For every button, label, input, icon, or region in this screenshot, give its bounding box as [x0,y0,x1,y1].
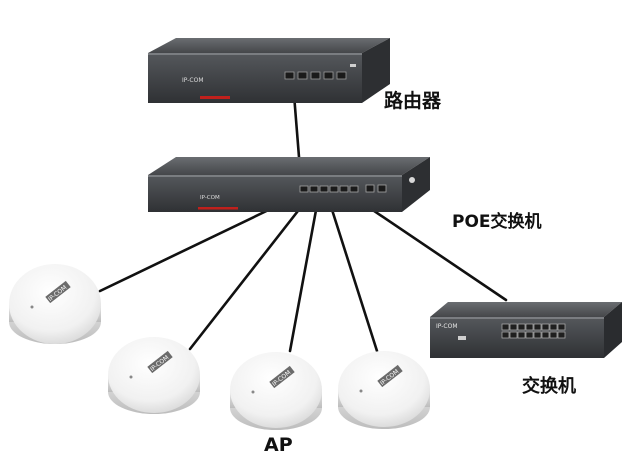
poe-switch-device: IP-COM [148,157,430,212]
router-label: 路由器 [384,90,442,112]
cable-poe-to-ap-4 [325,192,379,353]
switch-label: 交换机 [522,376,576,397]
ap-device-1: IP-COM [9,264,101,344]
cable-poe-to-ap-3 [288,192,321,353]
poe-brand-text: IP-COM [200,195,220,201]
switch-device: IP-COM [430,302,622,358]
ap-device-3: IP-COM [230,352,322,430]
cable-poe-to-ap-2 [188,191,314,351]
router-brand-text: IP-COM [182,77,204,84]
switch-brand-text: IP-COM [436,323,458,330]
ap-device-2: IP-COM [108,337,200,414]
cable-poe-to-switch [350,194,508,302]
poe-switch-label: POE交换机 [452,212,542,232]
router-device: IP-COM [148,38,390,103]
ap-label: AP [264,434,293,456]
ap-device-4: IP-COM [338,351,430,429]
